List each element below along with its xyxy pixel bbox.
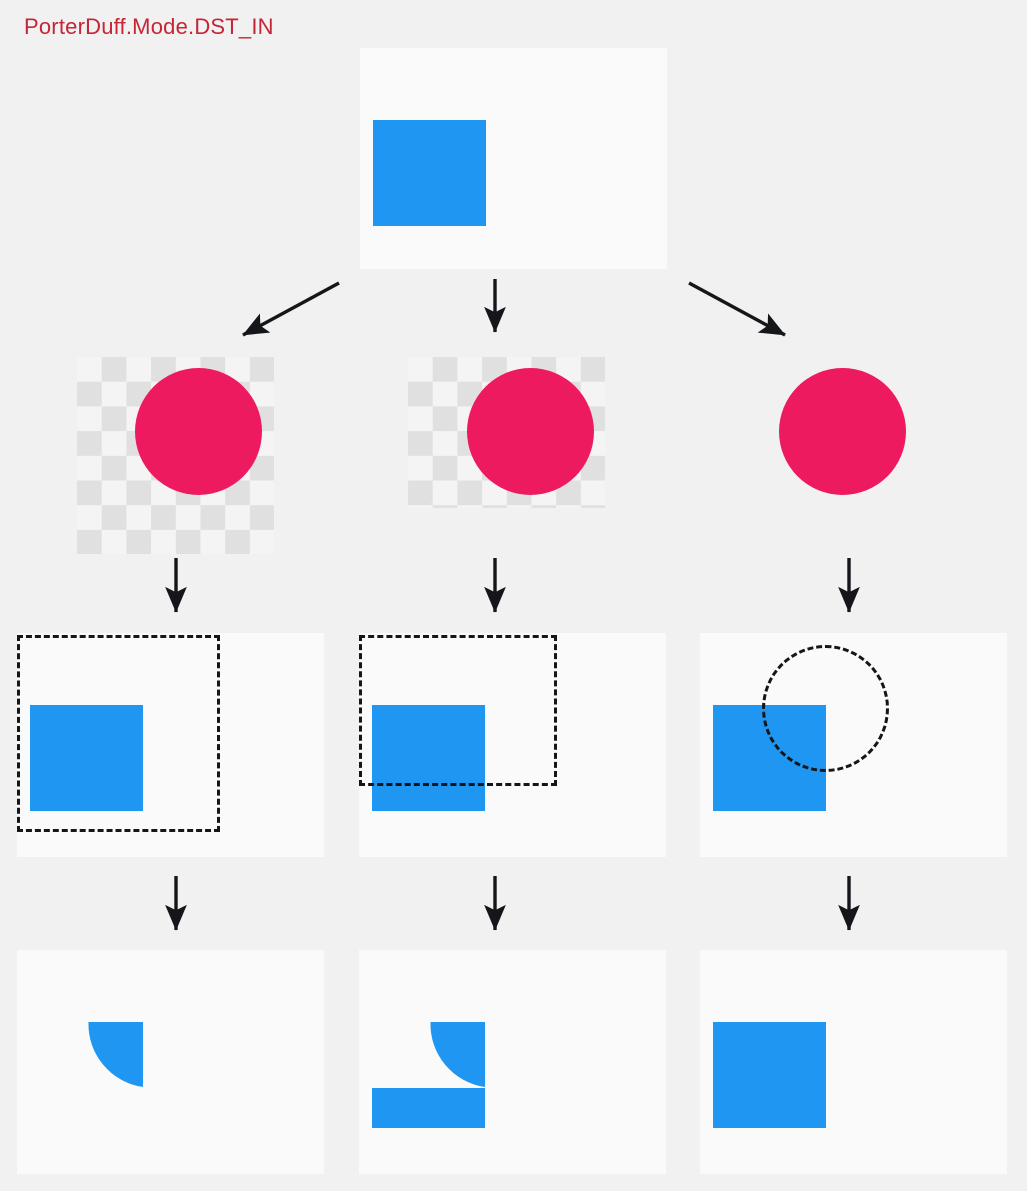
result-shape-col1 — [88, 1022, 143, 1087]
pink-circle-col1 — [135, 368, 262, 495]
result-panel-col1 — [17, 950, 324, 1174]
alpha-bounds-circle-col3 — [762, 645, 889, 772]
result-panel-col2 — [359, 950, 666, 1174]
alpha-bounds-rect-col2 — [359, 635, 557, 786]
arrow-branch-left — [242, 281, 340, 337]
overlay-panel-col1 — [17, 633, 324, 857]
arrow-branch-right — [688, 281, 786, 337]
alpha-bounds-rect-col1 — [17, 635, 220, 832]
result-shape-col3 — [713, 1022, 826, 1128]
blue-square-overlay-col1 — [30, 705, 143, 811]
blue-square-destination — [373, 120, 486, 226]
page-title: PorterDuff.Mode.DST_IN — [24, 14, 274, 39]
pink-circle-col3 — [779, 368, 906, 495]
result-panel-col3 — [700, 950, 1007, 1174]
overlay-panel-col2 — [359, 633, 666, 857]
destination-source-panel — [360, 48, 667, 269]
result-shape-col2 — [372, 1022, 485, 1128]
pink-circle-col2 — [467, 368, 594, 495]
blue-square-overlay-col2 — [372, 705, 485, 811]
